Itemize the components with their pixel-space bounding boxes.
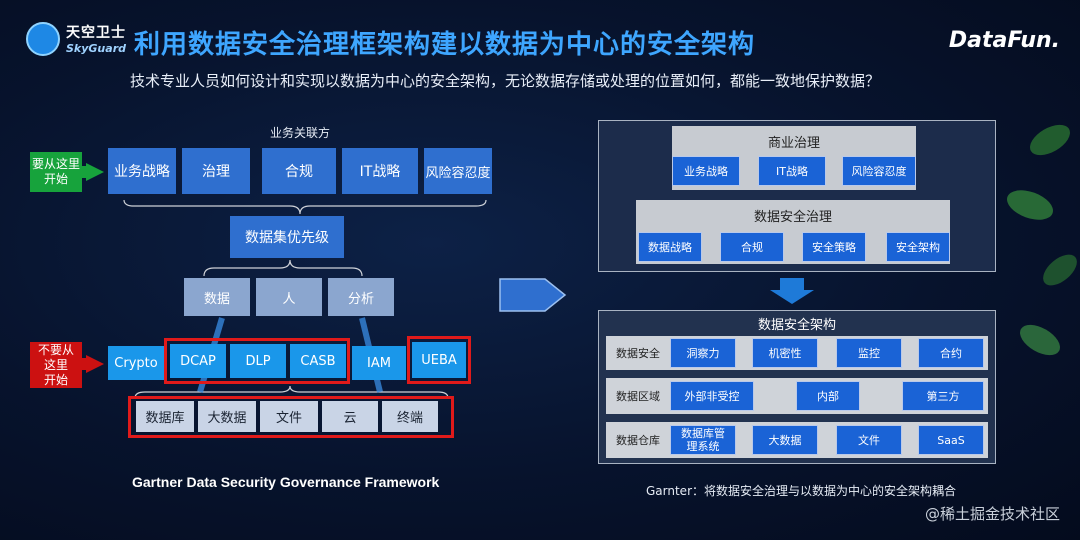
box-iam: IAM xyxy=(352,346,406,380)
arch-cell: 洞察力 xyxy=(670,338,736,368)
start-here-tag: 要从这里 开始 xyxy=(30,152,82,192)
flow-arrow-icon xyxy=(499,278,567,312)
page-title: 利用数据安全治理框架构建以数据为中心的安全架构 xyxy=(134,30,756,60)
rbox-security-architecture: 安全架构 xyxy=(886,232,950,262)
arch-cell: 文件 xyxy=(836,425,902,455)
arch-cell: 内部 xyxy=(796,381,860,411)
box-risk-tolerance: 风险容忍度 xyxy=(424,148,492,194)
rbox-it-strategy: IT战略 xyxy=(758,156,826,186)
box-ueba: UEBA xyxy=(412,342,466,378)
box-dcap: DCAP xyxy=(170,344,226,378)
box-files: 文件 xyxy=(260,401,318,432)
arch-cell: 大数据 xyxy=(752,425,818,455)
box-casb: CASB xyxy=(290,344,346,378)
box-people: 人 xyxy=(256,278,322,316)
arch-row-label: 数据仓库 xyxy=(616,434,660,447)
arch-cell: SaaS xyxy=(918,425,984,455)
box-big-data: 大数据 xyxy=(198,401,256,432)
box-compliance: 合规 xyxy=(262,148,336,194)
box-crypto: Crypto xyxy=(108,346,164,380)
logo-text-en: SkyGuard xyxy=(66,42,126,55)
box-endpoint: 终端 xyxy=(382,401,438,432)
arch-cell: 合约 xyxy=(918,338,984,368)
logo-text-cn: 天空卫士 xyxy=(66,25,126,41)
box-business-strategy: 业务战略 xyxy=(108,148,176,194)
box-database: 数据库 xyxy=(136,401,194,432)
highlight-frame-dcap-casb xyxy=(164,338,350,384)
right-caption: Garnter：将数据安全治理与以数据为中心的安全架构耦合 xyxy=(646,484,957,498)
rbox-business-strategy: 业务战略 xyxy=(672,156,740,186)
arch-row-label: 数据安全 xyxy=(616,347,660,360)
left-caption: Gartner Data Security Governance Framewo… xyxy=(132,474,440,490)
highlight-frame-ueba xyxy=(407,336,471,384)
highlight-frame-storage xyxy=(128,396,454,438)
leaf-decoration-icon xyxy=(1007,124,1077,356)
box-it-strategy: IT战略 xyxy=(342,148,418,194)
arch-cell: 监控 xyxy=(836,338,902,368)
architecture-title: 数据安全架构 xyxy=(757,318,836,333)
not-start-here-tag: 不要从 这里 开始 xyxy=(30,342,82,388)
page-subtitle: 技术专业人员如何设计和实现以数据为中心的安全架构，无论数据存储或处理的位置如何，… xyxy=(130,72,881,90)
box-governance: 治理 xyxy=(182,148,250,194)
datafun-logo: DataFun. xyxy=(948,28,1060,53)
arch-cell: 外部非受控 xyxy=(670,381,754,411)
box-dataset-priority: 数据集优先级 xyxy=(230,216,344,258)
watermark: @稀土掘金技术社区 xyxy=(924,505,1060,523)
box-data: 数据 xyxy=(184,278,250,316)
arch-cell: 第三方 xyxy=(902,381,984,411)
rbox-compliance: 合规 xyxy=(720,232,784,262)
arch-cell: 机密性 xyxy=(752,338,818,368)
arch-cell: 数据库管 理系统 xyxy=(670,425,736,455)
box-analytics: 分析 xyxy=(328,278,394,316)
data-security-governance-title: 数据安全治理 xyxy=(753,210,832,225)
skyguard-logo-icon xyxy=(26,22,60,56)
rbox-security-policy: 安全策略 xyxy=(802,232,866,262)
box-dlp: DLP xyxy=(230,344,286,378)
stakeholder-label: 业务关联方 xyxy=(269,126,330,140)
business-governance-title: 商业治理 xyxy=(767,136,820,151)
box-cloud: 云 xyxy=(322,401,378,432)
rbox-risk-tolerance: 风险容忍度 xyxy=(842,156,916,186)
rbox-data-strategy: 数据战略 xyxy=(638,232,702,262)
arch-row-label: 数据区域 xyxy=(616,390,660,403)
